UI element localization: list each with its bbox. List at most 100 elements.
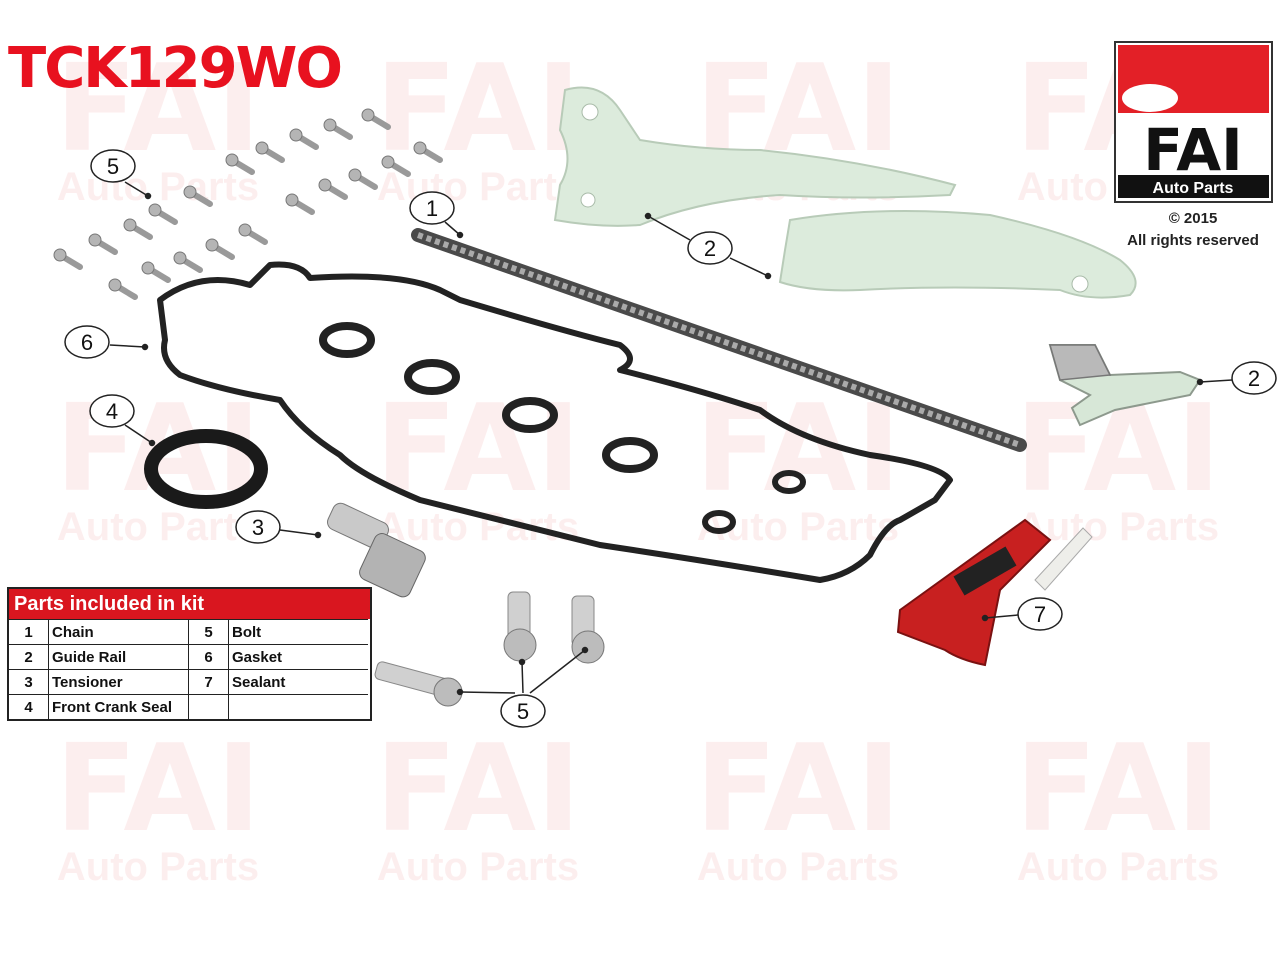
parts-table-number: 2 — [9, 644, 49, 669]
bolt — [123, 218, 153, 240]
watermark-subtext: Auto Parts — [1017, 845, 1219, 889]
leader-arrowhead — [581, 646, 589, 654]
leader-arrowhead — [764, 272, 772, 280]
parts-table-part: Tensioner — [49, 669, 189, 694]
leader-arrowhead — [456, 231, 464, 239]
parts-table-number — [189, 694, 229, 719]
guide-rail-lower — [778, 210, 1137, 299]
parts-table-part: Chain — [49, 619, 189, 644]
logo-subtext: Auto Parts — [1153, 180, 1234, 197]
leader-line — [521, 661, 524, 694]
bolt — [413, 141, 443, 163]
watermark-subtext: Auto Parts — [377, 845, 579, 889]
guide-rail-upper — [553, 86, 957, 227]
bolt — [53, 248, 83, 270]
watermark-subtext: Auto Parts — [1017, 505, 1219, 549]
watermark-logo: FAI — [55, 720, 261, 859]
callout-circle — [64, 325, 110, 359]
leader-line — [984, 614, 1019, 619]
bolt — [255, 141, 285, 163]
leader-arrowhead — [1196, 378, 1204, 386]
bolt — [141, 261, 171, 283]
watermark-logo: FAI — [1015, 720, 1221, 859]
leader-line — [729, 257, 769, 277]
parts-table-number: 5 — [189, 619, 229, 644]
leader-arrowhead — [518, 658, 526, 666]
parts-table-part: Sealant — [229, 669, 368, 694]
leader-line — [1199, 379, 1233, 383]
front-crank-seal — [144, 429, 268, 509]
tensioner — [327, 502, 426, 598]
callout-bolt: 5 — [90, 149, 136, 183]
leader-arrowhead — [148, 439, 156, 447]
bolt — [361, 108, 391, 130]
callout-circle — [1017, 597, 1063, 631]
bolt — [88, 233, 118, 255]
callout-number: 5 — [107, 154, 119, 179]
bolt — [318, 178, 348, 200]
fai-logo: FAI Auto Parts — [1114, 41, 1273, 203]
long-bolts — [374, 591, 605, 707]
parts-table-part: Bolt — [229, 619, 368, 644]
parts-table-number: 4 — [9, 694, 49, 719]
watermark-logo: FAI — [55, 40, 261, 179]
bolt-set — [53, 108, 443, 300]
callout-number: 6 — [81, 330, 93, 355]
rights-text: All rights reserved — [1127, 232, 1259, 249]
watermark-logo: FAI — [695, 720, 901, 859]
watermark-subtext: Auto Parts — [377, 165, 579, 209]
bolt — [173, 251, 203, 273]
leader-line — [279, 529, 319, 536]
callout-number: 5 — [517, 699, 529, 724]
bolt — [348, 168, 378, 190]
leader-line — [444, 221, 461, 236]
watermark-subtext: Auto Parts — [57, 165, 259, 209]
sealant-tube — [896, 518, 1093, 667]
parts-table-number: 7 — [189, 669, 229, 694]
watermark-logo: FAI — [375, 380, 581, 519]
seal-rings — [319, 322, 806, 534]
parts-table-heading: Parts included in kit — [9, 589, 370, 619]
callout-circle — [235, 510, 281, 544]
callout-guide-rail: 2 — [1231, 361, 1277, 395]
leader-arrowhead — [144, 192, 152, 200]
callout-gasket: 6 — [64, 325, 110, 359]
leader-line — [459, 691, 516, 694]
callout-circle — [1231, 361, 1277, 395]
callout-circle — [500, 694, 546, 728]
callout-guide-rail: 2 — [687, 231, 733, 265]
watermark-logo: FAI — [375, 720, 581, 859]
parts-table-part: Gasket — [229, 644, 368, 669]
callout-sealant: 7 — [1017, 597, 1063, 631]
leader-line — [529, 649, 586, 694]
leader-arrowhead — [981, 614, 989, 622]
callout-circle — [89, 394, 135, 428]
callout-circle — [90, 149, 136, 183]
watermark-subtext: Auto Parts — [57, 505, 259, 549]
leader-arrowhead — [141, 343, 149, 351]
callout-number: 3 — [252, 515, 264, 540]
callout-number: 4 — [106, 399, 118, 424]
bolt — [323, 118, 353, 140]
parts-table-number: 3 — [9, 669, 49, 694]
callout-bolt: 5 — [500, 694, 546, 728]
logo-wordmark: FAI — [1143, 116, 1242, 184]
bolt — [183, 185, 213, 207]
leader-arrowhead — [314, 531, 322, 539]
callout-circle — [409, 191, 455, 225]
leader-line — [647, 215, 691, 241]
watermark-subtext: Auto Parts — [57, 845, 259, 889]
leader-line — [109, 344, 146, 348]
callout-circle — [687, 231, 733, 265]
callout-chain: 1 — [409, 191, 455, 225]
callout-number: 7 — [1034, 602, 1046, 627]
guide-rail-small — [1048, 344, 1202, 427]
bolt — [205, 238, 235, 260]
timing-chain — [411, 228, 1027, 452]
copyright-note: © 2015 All rights reserved — [1118, 208, 1268, 252]
leader-arrowhead — [456, 688, 464, 696]
bolt — [285, 193, 315, 215]
